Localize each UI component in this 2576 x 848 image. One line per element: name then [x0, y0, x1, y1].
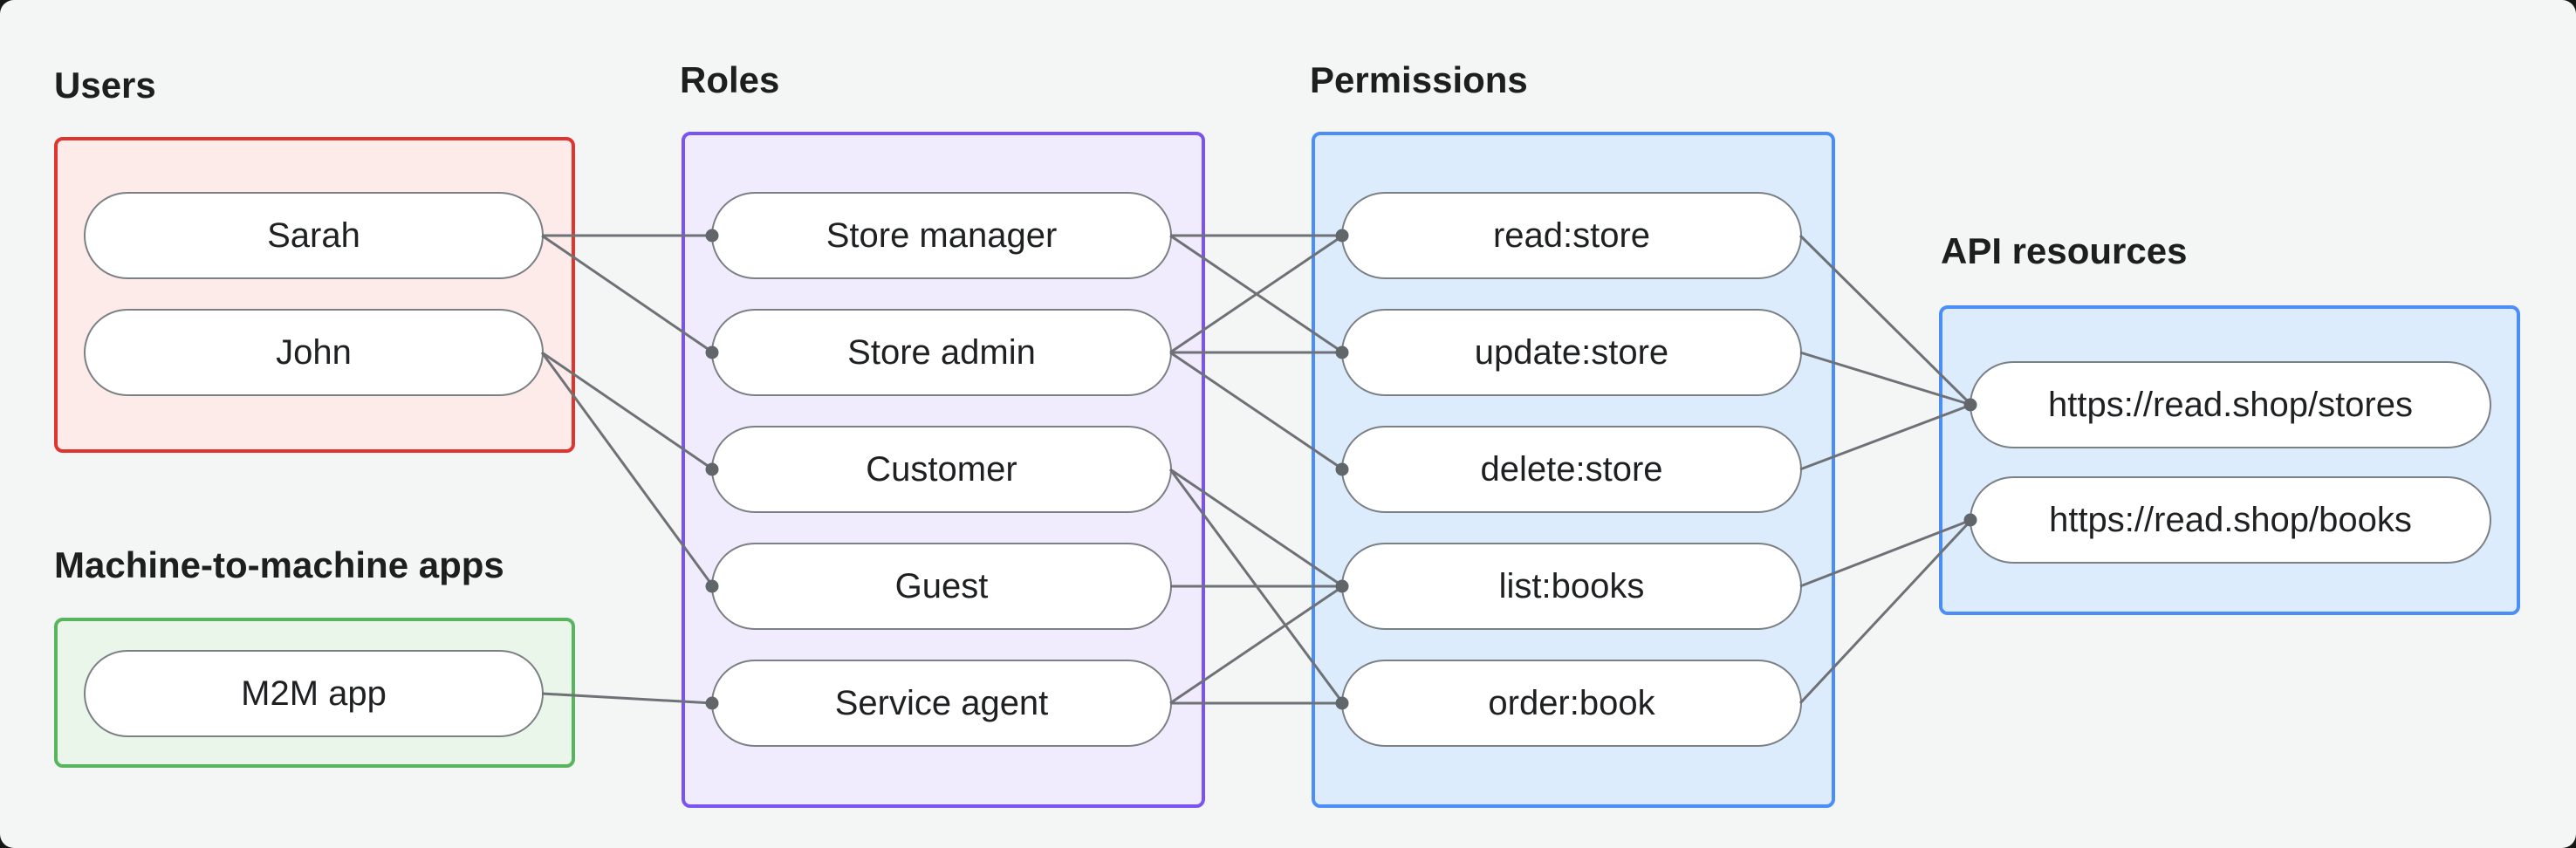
node-permission-update-store: update:store: [1341, 309, 1802, 396]
permissions-group-label: Permissions: [1310, 59, 1528, 100]
node-m2m-app: M2M app: [84, 650, 544, 737]
api-resources-group-label: API resources: [1941, 230, 2188, 271]
api-resources-group-box: [1939, 305, 2520, 615]
node-api-resource-stores: https://read.shop/stores: [1970, 361, 2491, 448]
node-permission-list-books: list:books: [1341, 543, 1802, 630]
node-permission-order-book: order:book: [1341, 660, 1802, 747]
roles-group-label: Roles: [680, 59, 780, 100]
users-group-label: Users: [54, 65, 156, 106]
node-user-john: John: [84, 309, 544, 396]
users-group-box: [54, 137, 575, 453]
node-role-service-agent: Service agent: [711, 660, 1172, 747]
node-role-customer: Customer: [711, 426, 1172, 513]
node-user-sarah: Sarah: [84, 192, 544, 279]
m2m-apps-group-label: Machine-to-machine apps: [54, 544, 504, 585]
node-permission-delete-store: delete:store: [1341, 426, 1802, 513]
node-role-guest: Guest: [711, 543, 1172, 630]
node-permission-read-store: read:store: [1341, 192, 1802, 279]
node-role-store-manager: Store manager: [711, 192, 1172, 279]
node-api-resource-books: https://read.shop/books: [1970, 476, 2491, 564]
node-role-store-admin: Store admin: [711, 309, 1172, 396]
